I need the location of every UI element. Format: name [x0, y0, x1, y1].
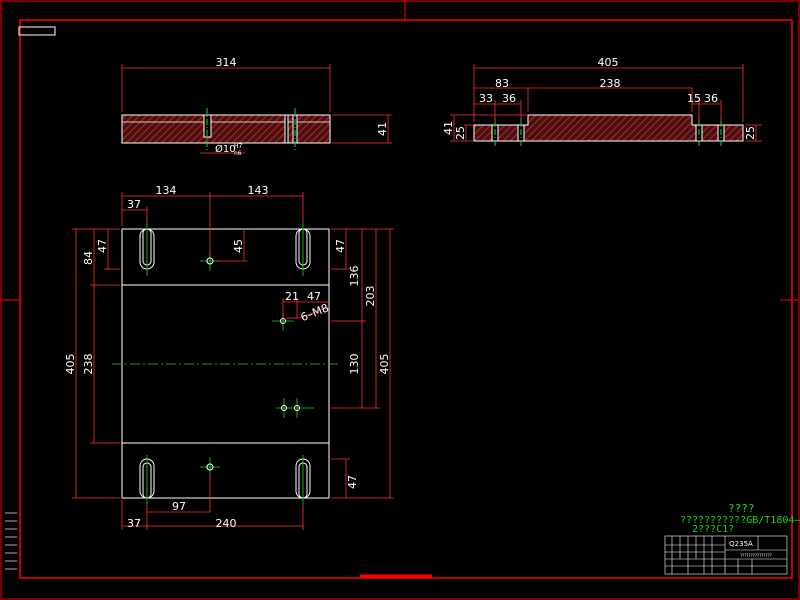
side-view: 405 83 238 33 36 15 36 41 25 25	[442, 56, 762, 148]
plan-dim-130: 130	[348, 354, 361, 375]
plan-dim-203: 203	[364, 286, 377, 307]
notes-title: ????	[728, 502, 755, 515]
plan-view-holes	[206, 257, 300, 471]
plan-dim-405-left: 405	[64, 354, 77, 375]
tapped-hole-1	[280, 318, 286, 324]
plan-tap-note: 6–M8	[299, 301, 331, 324]
tapped-hole-3	[294, 405, 300, 411]
plan-dim-47-right-bottom: 47	[346, 475, 359, 489]
plan-dim-47-left: 47	[96, 239, 109, 253]
top-view-height-dim: 41	[376, 122, 389, 136]
side-view-height-left: 25	[454, 126, 467, 140]
left-grid-ticks	[5, 512, 17, 570]
plan-dim-37-bottom: 37	[127, 517, 141, 530]
notes-line-1: ???????????GB/T1804–M????	[680, 515, 800, 526]
top-view: 314 41 Ø10 H7 n6	[121, 56, 392, 157]
plan-view-slots	[139, 228, 311, 499]
plan-dim-84-left: 84	[82, 251, 95, 265]
corner-label-box	[18, 26, 56, 36]
plan-dim-136: 136	[348, 266, 361, 287]
side-view-right-dim-b: 36	[704, 92, 718, 105]
pin-hole-bottom	[206, 463, 214, 471]
side-view-left-dim-b: 36	[502, 92, 516, 105]
side-view-left-dim-a: 33	[479, 92, 493, 105]
tapped-hole-2	[281, 405, 287, 411]
plan-view-dimension-lines	[72, 192, 394, 530]
plan-dim-405-right: 405	[378, 354, 391, 375]
plan-dim-134: 134	[156, 184, 177, 197]
top-view-hole-fit-lower: n6	[234, 150, 242, 157]
side-view-right-dim-a: 15	[687, 92, 701, 105]
side-view-recess-dim: 238	[600, 77, 621, 90]
pin-hole-top	[206, 257, 214, 265]
top-view-width-dim: 314	[216, 56, 237, 69]
top-view-slot-left	[203, 114, 212, 138]
top-view-slot-right	[284, 114, 289, 144]
plan-dim-47-right-top: 47	[334, 239, 347, 253]
title-block-drawing-code: ???????????????	[740, 553, 772, 558]
plan-dim-21: 21	[285, 290, 299, 303]
notes-line-2: 2???C1?	[692, 524, 734, 535]
side-view-offset-dim: 83	[495, 77, 509, 90]
side-view-height-total: 41	[442, 121, 455, 135]
side-view-body	[473, 114, 744, 142]
title-block-material: Q235A	[729, 540, 753, 548]
technical-notes: ???? ???????????GB/T1804–M???? 2???C1?	[680, 502, 800, 535]
plan-dim-45: 45	[232, 239, 245, 253]
side-view-overall-dim: 405	[598, 56, 619, 69]
plan-view-centerlines	[112, 222, 340, 505]
plan-dim-143: 143	[248, 184, 269, 197]
top-view-body	[121, 114, 331, 144]
top-view-hole-fit-upper: H7	[234, 143, 243, 150]
plan-dim-97: 97	[172, 500, 186, 513]
title-block: Q235A ???????????????	[664, 535, 788, 575]
plan-dim-238-left: 238	[82, 354, 95, 375]
plan-view: 134 143 37 405 238 84 47 45 47 136 203 1…	[64, 184, 394, 530]
plan-view-outline	[121, 228, 330, 499]
plan-dim-37-top: 37	[127, 198, 141, 211]
plan-dim-47-tap: 47	[307, 290, 321, 303]
side-view-height-right: 25	[744, 126, 757, 140]
top-view-hole-note: Ø10	[215, 143, 236, 155]
plan-dim-240: 240	[216, 517, 237, 530]
